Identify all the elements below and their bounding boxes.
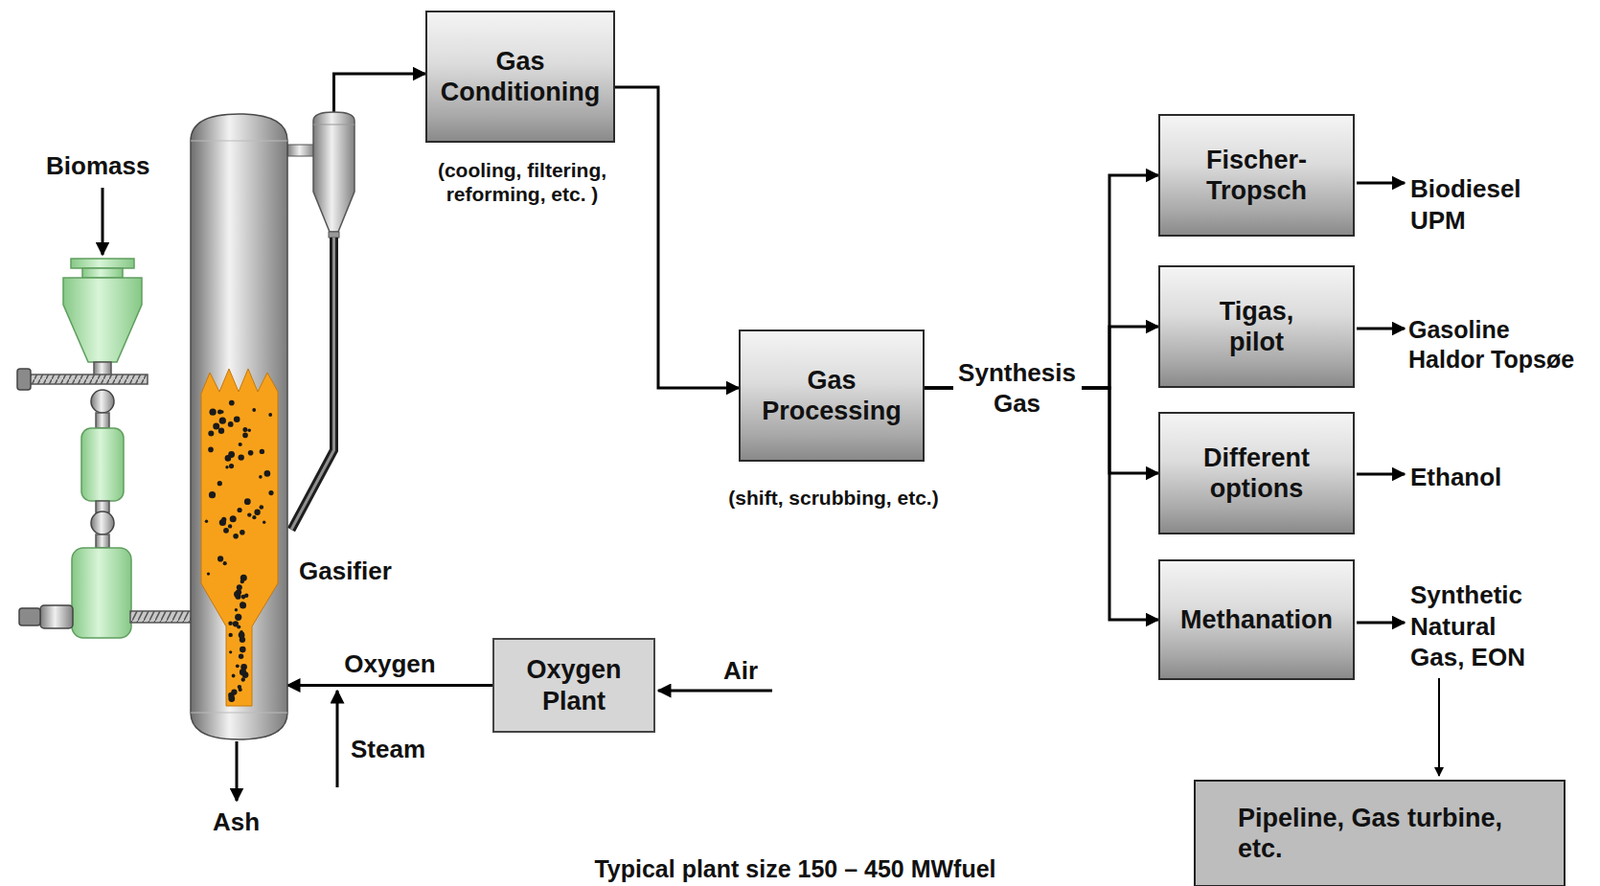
box-title: Methanation (1165, 604, 1349, 636)
gasifier: Gasifier (190, 114, 288, 740)
flow-arrow (287, 684, 493, 687)
stream-label: Oxygen (330, 648, 450, 681)
box-title: Oxygen Plant (509, 654, 639, 717)
input-label: Air (723, 655, 781, 687)
input-label: Biomass (45, 150, 171, 183)
process-box: Different options (1158, 411, 1355, 535)
steam-arrow (336, 690, 340, 788)
product-arrow (1438, 678, 1440, 777)
feed-arrow (101, 187, 105, 255)
end-use-box: Pipeline, Gas turbine, etc. (1193, 779, 1566, 886)
box-title: Tigas, pilot (1207, 296, 1307, 359)
flow-arrow (924, 388, 1159, 620)
node-label: Gasifier (298, 556, 424, 587)
product-label: Gasoline Haldor Topsøe (1408, 315, 1585, 376)
gasifier-vessel (190, 114, 288, 740)
process-box: Gas Processing(shift, scrubbing, etc.) (738, 329, 925, 462)
stream-label: Synthesis Gas (953, 357, 1082, 420)
box-title: Pipeline, Gas turbine, etc. (1237, 802, 1535, 866)
output-label: Ash (212, 806, 280, 839)
box-title: Different options (1174, 442, 1340, 505)
box-title: Gas Conditioning (434, 45, 607, 109)
feeder-system (17, 258, 192, 639)
flow-arrow (615, 87, 739, 389)
process-box: Fischer- Tropsch (1158, 114, 1355, 237)
input-label: Steam (350, 733, 447, 766)
process-box: Methanation (1158, 559, 1355, 681)
box-title: Fischer- Tropsch (1185, 144, 1329, 207)
ash-arrow (235, 741, 239, 801)
product-arrow (1356, 327, 1405, 331)
product-arrow (1356, 621, 1405, 625)
product-label: Biodiesel UPM (1410, 173, 1555, 236)
product-label: Ethanol (1410, 461, 1555, 494)
air-arrow (658, 689, 773, 693)
process-box: Tigas, pilot (1158, 265, 1355, 389)
plant-box: Oxygen Plant (492, 638, 656, 733)
flow-arrow (287, 73, 426, 151)
product-arrow (1356, 473, 1405, 477)
box-note: (cooling, filtering, reforming, etc. ) (410, 158, 635, 206)
box-note: (shift, scrubbing, etc.) (692, 485, 975, 510)
product-label: Synthetic Natural Gas, EON (1410, 579, 1545, 674)
cyclone (287, 112, 355, 530)
caption: Typical plant size 150 – 450 MWfuel (526, 854, 1064, 885)
process-box: Gas Conditioning(cooling, filtering, ref… (425, 10, 616, 143)
product-arrow (1356, 182, 1405, 185)
box-title: Gas Processing (747, 365, 916, 428)
